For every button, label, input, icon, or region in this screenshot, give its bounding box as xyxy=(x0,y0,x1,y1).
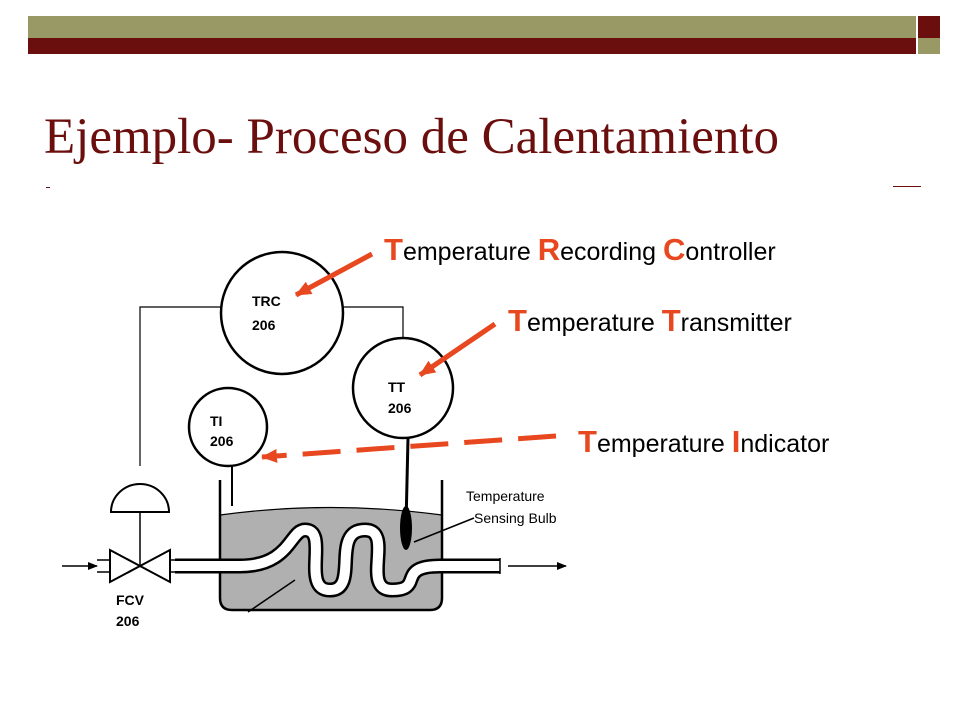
ti-callout-label: Temperature Indicator xyxy=(578,424,829,459)
tt-number: 206 xyxy=(388,400,412,416)
fcv-number: 206 xyxy=(116,613,140,629)
slide-title: Ejemplo- Proceso de Calentamiento xyxy=(44,109,780,165)
trc-callout-label: Temperature Recording Controller xyxy=(384,232,776,267)
ti-tag: TI xyxy=(210,413,222,429)
header-bar-olive xyxy=(28,16,916,38)
tt-instrument: TT 206 xyxy=(351,336,455,526)
bulb-label-line1: Temperature xyxy=(466,488,545,504)
trc-tag: TRC xyxy=(252,293,281,309)
ti-number: 206 xyxy=(210,433,234,449)
tt-tag: TT xyxy=(388,379,406,395)
tt-callout-label: Temperature Transmitter xyxy=(508,303,792,338)
header-bar-maroon xyxy=(28,38,916,54)
sensing-bulb xyxy=(400,506,412,550)
bulb-label-line2: Sensing Bulb xyxy=(474,510,557,526)
ti-callout-arrow xyxy=(261,433,557,463)
trc-instrument: TRC 206 xyxy=(219,250,345,376)
fcv-tag: FCV xyxy=(116,592,145,608)
bulb-leader-line xyxy=(413,517,475,543)
heating-coil xyxy=(175,522,501,598)
trc-number: 206 xyxy=(252,317,276,333)
header-corner-square-maroon xyxy=(918,16,940,38)
title-rule-right xyxy=(893,186,921,187)
tt-callout-arrow xyxy=(418,321,497,378)
trc-callout-arrow xyxy=(294,251,374,298)
ti-instrument: TI 206 xyxy=(187,386,269,506)
fcv-valve: FCV 206 xyxy=(97,483,178,629)
signal-lines xyxy=(139,306,404,466)
title-rule-left xyxy=(46,187,50,188)
header-corner-square-olive xyxy=(918,38,940,54)
